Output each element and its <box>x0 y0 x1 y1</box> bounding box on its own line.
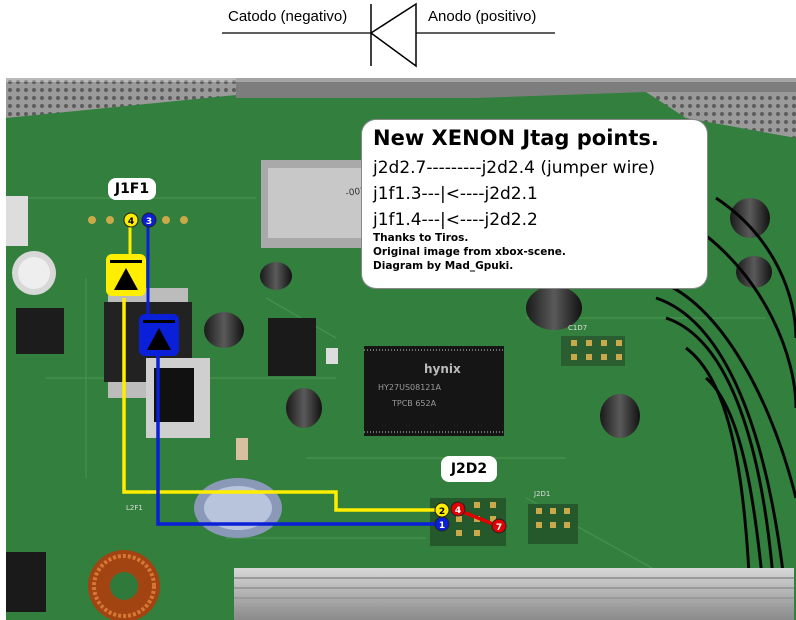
label-j2d1: J2D1 <box>533 490 550 498</box>
callout-credit-3: Diagram by Mad_Gpuki. <box>373 260 514 272</box>
j2d2-label: J2D2 <box>441 456 497 482</box>
pin-label: 7 <box>496 523 502 533</box>
diode-symbol-icon <box>222 2 555 68</box>
regulator-bottom-left <box>6 552 46 612</box>
callout-line-1: j2d2.7---------j2d2.4 (jumper wire) <box>373 158 656 178</box>
chip-brand: hynix <box>424 362 461 376</box>
label-l2f1: L2F1 <box>126 504 143 512</box>
cap-right-2 <box>600 394 640 438</box>
pin-label: 3 <box>146 217 152 227</box>
header-c1d7 <box>561 336 625 366</box>
info-callout: New XENON Jtag points. j2d2.7---------j2… <box>362 120 707 288</box>
j2d2-pin-7: 7 <box>491 518 507 534</box>
metal-shield-left <box>6 78 246 118</box>
small-cap-2 <box>204 312 244 348</box>
small-cap-1 <box>260 262 292 290</box>
cap-right-1 <box>526 286 582 330</box>
small-cap-3 <box>286 388 322 428</box>
left-chip <box>16 308 64 354</box>
j1f1-pin-3: 3 <box>141 212 157 228</box>
heatsink <box>234 568 794 620</box>
metal-shield-top <box>236 78 796 98</box>
j1f1-label: J1F1 <box>108 178 156 200</box>
chip-code: HY27US08121A <box>378 383 441 392</box>
yellow-wire <box>122 298 440 512</box>
j2d2-pin-1: 1 <box>434 516 450 532</box>
callout-credit-1: Thanks to Tiros. <box>373 232 469 244</box>
cathode-label: Catodo (negativo) <box>228 8 348 25</box>
j1f1-header <box>88 216 188 224</box>
pin-label: 2 <box>439 507 445 517</box>
pin-label: 4 <box>455 506 461 516</box>
nand-chip <box>364 346 504 436</box>
cap-right-4 <box>736 256 772 288</box>
label-002: -002 <box>345 186 367 199</box>
pin-label: 4 <box>128 217 134 227</box>
chip-sub: TPCB 652A <box>391 399 437 408</box>
callout-credit-2: Original image from xbox-scene. <box>373 246 566 258</box>
blue-wire <box>156 354 440 526</box>
callout-line-3: j1f1.4---|<----j2d2.2 <box>373 210 538 230</box>
cap-right-3 <box>730 198 770 238</box>
pin-label: 1 <box>439 521 445 531</box>
left-connector <box>6 196 28 246</box>
label-c1d7: C1D7 <box>568 324 587 332</box>
diode-legend: Catodo (negativo) Anodo (positivo) <box>0 0 796 78</box>
j2d2-pin-2: 2 <box>434 502 450 518</box>
j1f1-pin-4: 4 <box>123 212 139 228</box>
callout-line-2: j1f1.3---|<----j2d2.1 <box>373 184 538 204</box>
mosfet <box>268 318 316 376</box>
anode-label: Anodo (positivo) <box>428 8 537 25</box>
callout-title: New XENON Jtag points. <box>373 126 659 150</box>
red-jumper-wire <box>457 508 499 528</box>
j2d2-pin-4: 4 <box>450 501 466 517</box>
